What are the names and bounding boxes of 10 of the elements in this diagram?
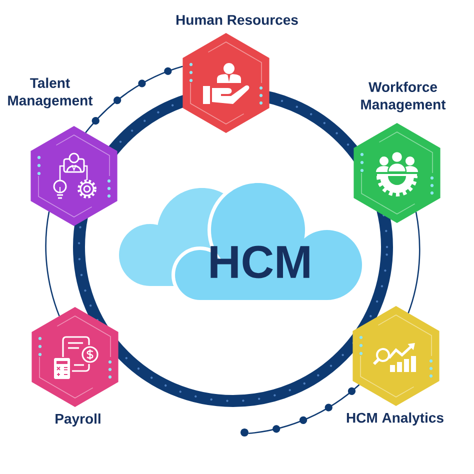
beaded-line xyxy=(85,66,183,134)
dot xyxy=(240,428,248,436)
heading: Payroll xyxy=(56,413,100,427)
connector-line xyxy=(45,212,60,316)
heading: Human Resources xyxy=(176,15,298,25)
heading: Talent Management xyxy=(8,78,93,108)
heading: Workforce Management xyxy=(361,82,446,112)
cloud: HCM xyxy=(119,180,366,304)
heading: HCM Analytics xyxy=(346,412,444,426)
connector-line xyxy=(408,212,420,314)
